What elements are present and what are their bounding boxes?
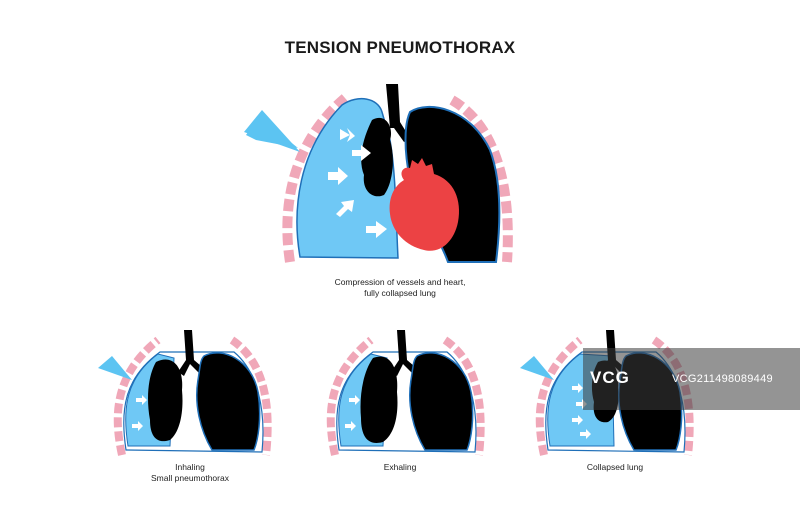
trachea bbox=[386, 84, 410, 142]
right-ribcage bbox=[449, 95, 513, 263]
pressure-arrow bbox=[349, 395, 360, 405]
watermark-id: VCG211498089449 bbox=[672, 373, 773, 385]
panel-caption-collapsed: Collapsed lung bbox=[545, 462, 685, 473]
main-caption: Compression of vessels and heart, fully … bbox=[320, 277, 480, 299]
pressure-arrow bbox=[572, 415, 583, 425]
main-caption-line1: Compression of vessels and heart, bbox=[334, 277, 466, 287]
watermark-band bbox=[583, 348, 800, 410]
left-ribcage bbox=[282, 94, 349, 263]
left-ribcage bbox=[326, 336, 374, 456]
panel-caption-line1: Inhaling bbox=[175, 462, 205, 472]
pressure-arrow bbox=[572, 383, 583, 393]
chest-outline bbox=[123, 351, 264, 453]
page-title: TENSION PNEUMOTHORAX bbox=[284, 38, 516, 57]
chest-outline bbox=[336, 351, 477, 453]
left-lung bbox=[360, 356, 398, 443]
pressure-arrow bbox=[580, 429, 591, 439]
right-lung bbox=[196, 352, 261, 451]
trachea bbox=[391, 330, 421, 376]
entry-arrow bbox=[520, 356, 554, 380]
pressure-arrow bbox=[136, 395, 147, 405]
panel-caption-exhaling: Exhaling bbox=[330, 462, 470, 473]
left-ribcage bbox=[113, 336, 161, 456]
pressure-arrow bbox=[340, 128, 355, 142]
lung-panel-2 bbox=[326, 330, 485, 456]
panel-caption-line1: Collapsed lung bbox=[586, 462, 644, 472]
pressure-arrow bbox=[352, 145, 371, 161]
collapsed-left-lung bbox=[361, 117, 393, 197]
entry-arrow bbox=[98, 356, 132, 380]
pressure-arrow bbox=[336, 200, 354, 217]
pressure-arrow bbox=[328, 167, 348, 185]
main-caption-line2: fully collapsed lung bbox=[364, 288, 436, 298]
pressure-arrows bbox=[328, 128, 387, 238]
entry-arrow-head bbox=[244, 110, 300, 152]
pressure-arrow bbox=[366, 221, 387, 238]
panel-caption-line1: Exhaling bbox=[383, 462, 417, 472]
main-illustration bbox=[244, 84, 513, 263]
pressure-arrow bbox=[132, 421, 143, 431]
trachea bbox=[178, 330, 208, 376]
right-lung bbox=[404, 105, 501, 263]
left-lung bbox=[148, 359, 183, 442]
watermark-logo: VCG bbox=[590, 368, 630, 387]
panel-caption-inhaling: Inhaling Small pneumothorax bbox=[120, 462, 260, 484]
pressure-arrow bbox=[345, 421, 356, 431]
left-ribcage bbox=[535, 336, 583, 456]
lung-panel-1 bbox=[98, 330, 272, 456]
right-lung bbox=[409, 352, 474, 451]
panel-caption-line2: Small pneumothorax bbox=[151, 473, 229, 483]
heart bbox=[389, 158, 459, 251]
